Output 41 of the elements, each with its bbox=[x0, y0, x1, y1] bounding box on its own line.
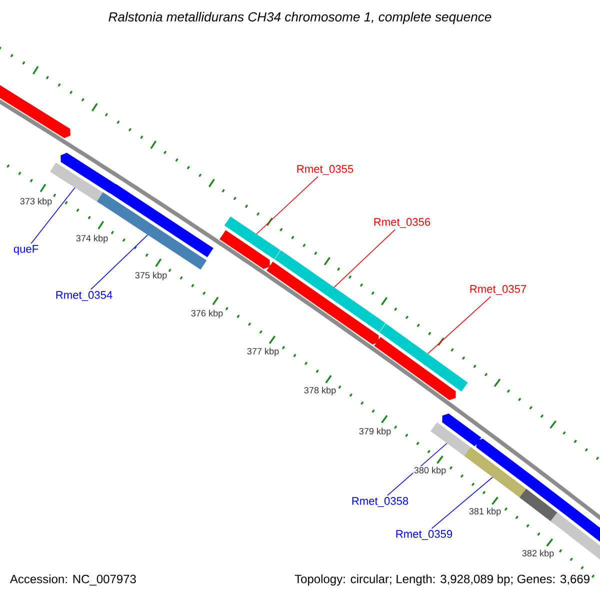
leader-line bbox=[334, 229, 396, 288]
gene-block bbox=[532, 481, 571, 514]
gene-label: queF bbox=[14, 245, 38, 255]
gene-label: Rmet_0354 bbox=[56, 291, 112, 301]
scale-label: 380 kbp bbox=[413, 466, 447, 476]
scale-label: 374 kbp bbox=[75, 234, 109, 244]
leader-line bbox=[387, 442, 448, 496]
gene-label: Rmet_0358 bbox=[352, 497, 408, 507]
title: Ralstonia metallidurans CH34 chromosome 1, complete sequence bbox=[108, 12, 492, 24]
scale-label: 382 kbp bbox=[521, 549, 555, 559]
leader-line bbox=[90, 234, 148, 290]
gene-block bbox=[374, 336, 456, 400]
leader-line bbox=[427, 296, 492, 354]
scale-label: 381 kbp bbox=[468, 507, 502, 517]
gene-block bbox=[266, 262, 379, 344]
gene-label: Rmet_0356 bbox=[374, 218, 430, 228]
leader-line bbox=[431, 476, 494, 529]
gene-block bbox=[60, 152, 116, 194]
scale-label: 377 kbp bbox=[246, 347, 280, 357]
gene-block bbox=[476, 438, 540, 490]
gene-label: Rmet_0357 bbox=[470, 285, 526, 295]
gene-bar bbox=[274, 250, 386, 332]
gene-block bbox=[110, 184, 214, 258]
footer-text: Topology: circular; Length: 3,928,089 bp; Genes: 3,669 bbox=[294, 574, 590, 586]
scale-label: 373 kbp bbox=[19, 197, 53, 207]
gene-bar bbox=[430, 422, 472, 457]
leader-line bbox=[30, 187, 76, 244]
gene-label: Rmet_0359 bbox=[396, 530, 452, 540]
gene-block bbox=[564, 505, 600, 544]
gene-bar bbox=[224, 216, 280, 260]
gene-bar bbox=[379, 323, 468, 392]
scale-label: 379 kbp bbox=[358, 427, 392, 437]
scale-label: 376 kbp bbox=[190, 309, 224, 319]
leader-line bbox=[256, 176, 318, 234]
gene-block bbox=[0, 82, 70, 138]
footer-text: Accession: NC_007973 bbox=[10, 574, 136, 586]
scale-label: 378 kbp bbox=[303, 386, 337, 396]
gene-label: Rmet_0355 bbox=[297, 165, 354, 175]
gene-block bbox=[220, 230, 270, 269]
gene-block bbox=[442, 413, 482, 446]
scale-label: 375 kbp bbox=[134, 271, 168, 281]
